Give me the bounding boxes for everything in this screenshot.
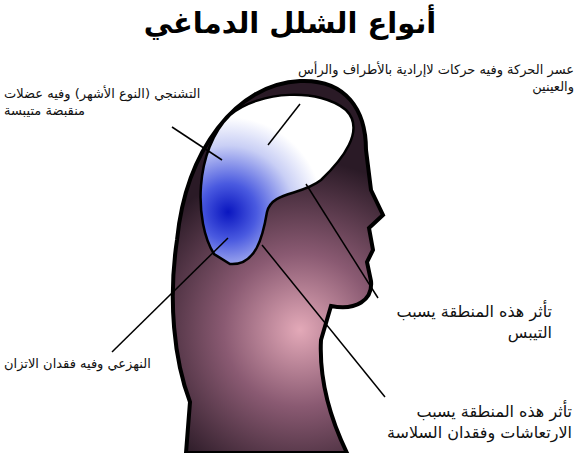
leader-line <box>262 245 385 397</box>
leader-line <box>306 184 378 298</box>
diagram-title: أنواع الشلل الدماغي <box>0 6 580 40</box>
leader-line <box>172 127 222 160</box>
callout-label: تأثر هذه المنطقة يسبب التيبس <box>372 302 552 344</box>
leader-line <box>112 238 228 352</box>
callout-label: التشنجي (النوع الأشهر) وفيه عضلات منقبضة… <box>4 86 209 120</box>
callout-label: تأثر هذه المنطقة يسبب الارتعاشات وفقدان … <box>350 402 572 444</box>
callout-label: عسر الحركة وفيه حركات لاإرادية بالأطراف … <box>262 62 574 96</box>
callout-label: النهزعي وفيه فقدان الاتزان <box>4 356 194 373</box>
head-silhouette <box>173 81 383 453</box>
leader-line <box>268 104 300 145</box>
brain-region <box>201 95 354 264</box>
